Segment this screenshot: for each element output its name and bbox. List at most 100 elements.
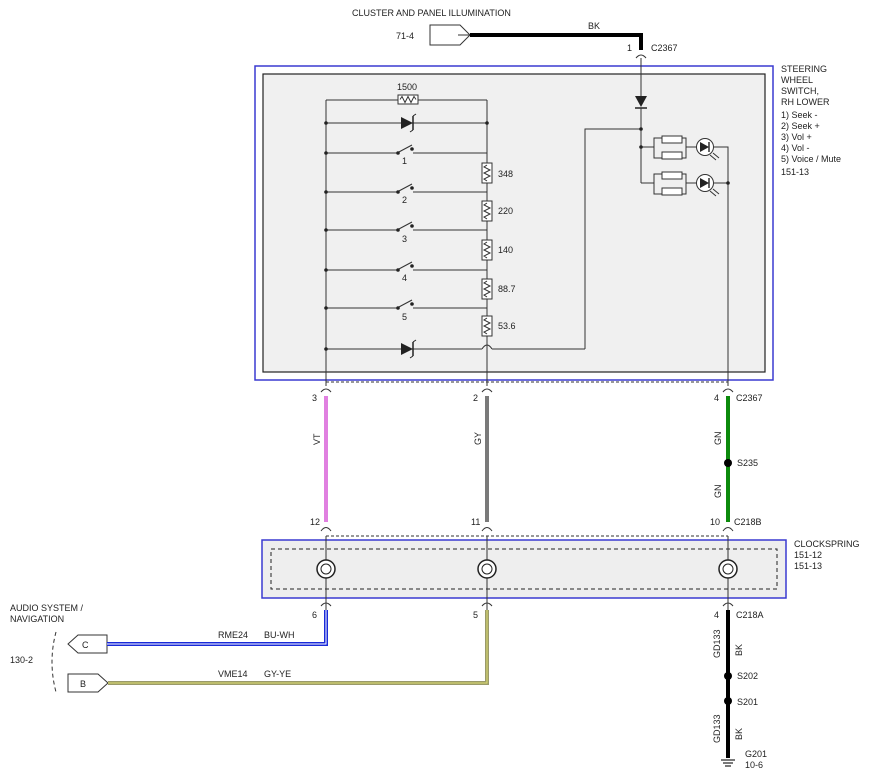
svg-text:88.7: 88.7 <box>498 284 516 294</box>
wire-gd133-label-1: GD133 <box>712 629 722 658</box>
svg-text:1: 1 <box>402 156 407 166</box>
cluster-illumination-title: CLUSTER AND PANEL ILLUMINATION <box>352 8 511 18</box>
connector-c218a-arcs <box>320 602 734 607</box>
illumination-diode <box>635 96 647 107</box>
resistor-348: 348 <box>481 162 513 184</box>
connector-flag-71-4 <box>429 24 471 46</box>
ground-ref-label: 10-6 <box>745 760 763 770</box>
c2367-pin-3: 3 <box>312 393 317 403</box>
wire-gyye-label: GY-YE <box>264 669 291 679</box>
audio-title-line-2: NAVIGATION <box>10 614 64 624</box>
wire-gn-label-1: GN <box>713 432 723 446</box>
zener-diode-top <box>401 113 417 133</box>
svg-text:151-13: 151-13 <box>781 167 809 177</box>
svg-text:5) Voice / Mute: 5) Voice / Mute <box>781 154 841 164</box>
c218a-pin-4: 4 <box>714 610 719 620</box>
wire-bk-label-2: BK <box>734 728 744 740</box>
wire-gn-label-2: GN <box>713 485 723 499</box>
wire-bk-label: BK <box>588 21 600 31</box>
svg-text:RH LOWER: RH LOWER <box>781 97 830 107</box>
audio-connector-b <box>67 673 109 693</box>
clockspring-label: CLOCKSPRING <box>794 539 860 549</box>
svg-text:C: C <box>82 640 89 650</box>
wire-vt-label: VT <box>312 433 322 445</box>
splice-s235-label: S235 <box>737 458 758 468</box>
clockspring-ref-1: 151-12 <box>794 550 822 560</box>
svg-text:3) Vol +: 3) Vol + <box>781 132 812 142</box>
wire-rme24-label: RME24 <box>218 630 248 640</box>
c218a-pin-5: 5 <box>473 610 478 620</box>
svg-text:4: 4 <box>402 273 407 283</box>
wire-crossover-hop <box>481 344 493 350</box>
pin-1-label: 1 <box>627 43 632 53</box>
svg-text:3: 3 <box>402 234 407 244</box>
wire-buwh-label: BU-WH <box>264 630 295 640</box>
resistor-53-6: 53.6 <box>481 315 516 337</box>
splice-s201 <box>724 697 732 705</box>
audio-ref: 130-2 <box>10 655 33 665</box>
splice-s202-label: S202 <box>737 671 758 681</box>
svg-text:SWITCH,: SWITCH, <box>781 86 819 96</box>
c2367-pin-4: 4 <box>714 393 719 403</box>
svg-text:B: B <box>80 679 86 689</box>
connector-c2367-arcs <box>320 388 734 393</box>
svg-text:WHEEL: WHEEL <box>781 75 813 85</box>
connector-arc-top <box>635 54 647 59</box>
svg-text:53.6: 53.6 <box>498 321 516 331</box>
audio-title-line-1: AUDIO SYSTEM / <box>10 603 84 613</box>
led-branch-1 <box>639 135 729 386</box>
connector-c218b-arcs <box>320 527 734 532</box>
wire-vme14-label: VME14 <box>218 669 248 679</box>
switch-row-2: 2 <box>324 183 487 205</box>
c218b-pin-12: 12 <box>310 517 320 527</box>
splice-s201-label: S201 <box>737 697 758 707</box>
audio-bracket <box>51 631 57 693</box>
zener-diode-bottom <box>401 339 417 359</box>
resistor-1500-label: 1500 <box>397 82 417 92</box>
wire-gd133-label-2: GD133 <box>712 714 722 743</box>
svg-text:4) Vol -: 4) Vol - <box>781 143 810 153</box>
c218b-pin-10: 10 <box>710 517 720 527</box>
connector-c2367-top-label: C2367 <box>651 43 678 53</box>
switch-row-3: 3 <box>324 221 487 244</box>
wire-vme14-gy-ye <box>108 610 489 685</box>
splice-s202 <box>724 672 732 680</box>
svg-text:348: 348 <box>498 169 513 179</box>
svg-text:220: 220 <box>498 206 513 216</box>
c218a-label: C218A <box>736 610 764 620</box>
c218a-pin-6: 6 <box>312 610 317 620</box>
wire-gy-label: GY <box>473 432 483 445</box>
wire-rme24-bu-wh <box>107 610 328 646</box>
svg-text:5: 5 <box>402 312 407 322</box>
clockspring-ref-2: 151-13 <box>794 561 822 571</box>
resistor-1500 <box>397 94 419 105</box>
switch-function-list: 1) Seek - 2) Seek + 3) Vol + 4) Vol - 5)… <box>781 110 841 177</box>
svg-text:2: 2 <box>402 195 407 205</box>
wire-bk-label-1: BK <box>734 644 744 656</box>
switch-module-title: STEERING WHEEL SWITCH, RH LOWER <box>781 64 830 107</box>
resistor-88-7: 88.7 <box>481 278 516 300</box>
audio-connector-c <box>67 634 108 654</box>
c218b-pin-11: 11 <box>471 517 480 527</box>
svg-text:STEERING: STEERING <box>781 64 827 74</box>
c2367-pin-2: 2 <box>473 393 478 403</box>
clockspring-coil-1 <box>316 559 336 579</box>
c218b-label: C218B <box>734 517 762 527</box>
led-branch-2 <box>641 171 730 197</box>
clockspring-coil-3 <box>718 559 738 579</box>
clockspring-outline <box>261 539 787 599</box>
splice-s235 <box>724 459 732 467</box>
resistor-140: 140 <box>481 239 513 261</box>
wire-bk-top <box>470 33 643 50</box>
ref-71-4: 71-4 <box>396 31 414 41</box>
svg-text:2) Seek +: 2) Seek + <box>781 121 820 131</box>
resistor-220: 220 <box>481 200 513 222</box>
svg-text:140: 140 <box>498 245 513 255</box>
switch-row-4: 4 <box>324 261 487 283</box>
ground-symbol <box>721 759 735 767</box>
switch-module-inner <box>262 73 766 373</box>
ground-g201-label: G201 <box>745 749 767 759</box>
clockspring-coil-2 <box>477 559 497 579</box>
c2367-label: C2367 <box>736 393 763 403</box>
switch-row-5: 5 <box>324 299 487 322</box>
